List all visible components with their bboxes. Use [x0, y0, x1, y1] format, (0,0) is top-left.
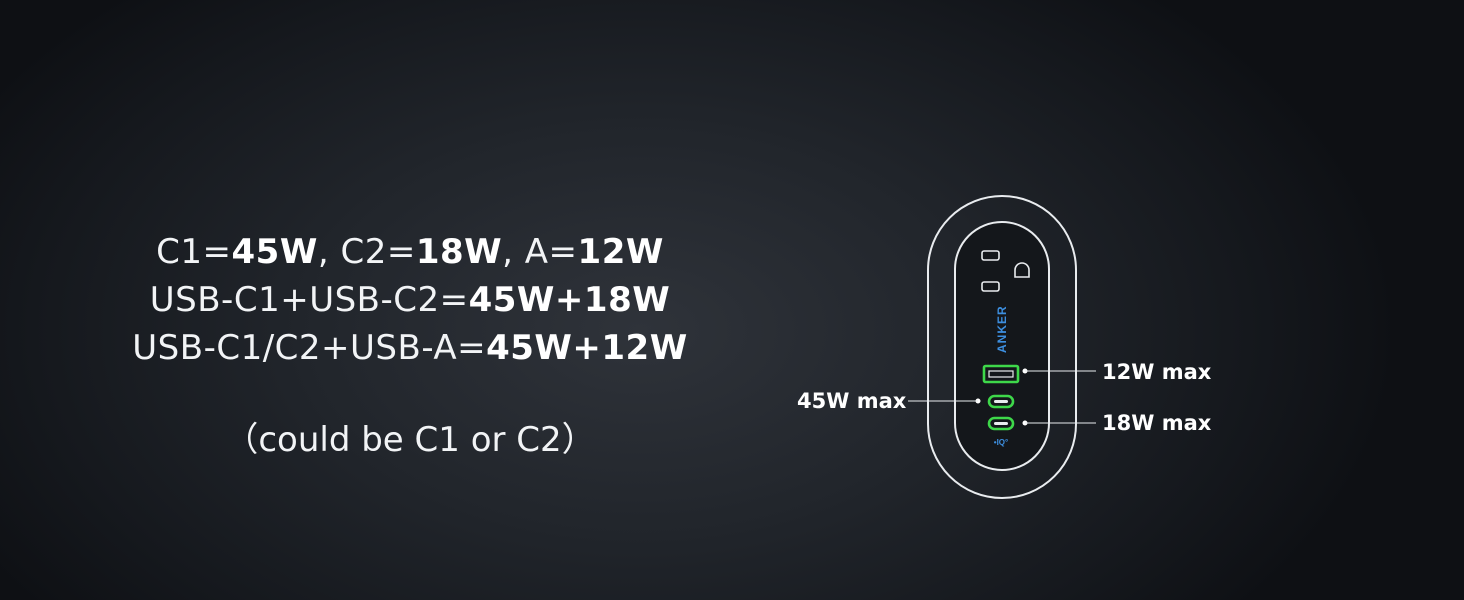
callout-usb-c2: 18W max [1102, 411, 1212, 435]
spec-text: C1= [156, 232, 232, 272]
spec-text: USB-C1+USB-C2= [149, 280, 469, 320]
spec-text: , C2= [317, 232, 416, 272]
spec-value: 45W+18W [468, 280, 671, 320]
spec-line-dual-usbc: USB-C1+USB-C2=45W+18W [60, 276, 760, 324]
ac-slot-top-icon [981, 250, 1000, 261]
iq-label: •IQ° [994, 438, 1008, 447]
spec-value: 45W+12W [486, 328, 688, 368]
callout-usb-a: 12W max [1102, 360, 1212, 384]
callout-usb-c1: 45W max [797, 389, 907, 413]
spec-text: USB-C1/C2+USB-A= [132, 328, 487, 368]
port-power-specs: C1=45W, C2=18W, A=12W USB-C1+USB-C2=45W+… [60, 228, 760, 464]
usb-c1-port-icon [987, 394, 1015, 409]
device-inner-outline [954, 221, 1050, 471]
spec-value: 45W [231, 232, 318, 272]
usb-a-port-icon [982, 364, 1020, 384]
spec-note: （could be C1 or C2） [224, 420, 596, 460]
spec-value: 18W [415, 232, 503, 272]
ac-slot-bottom-icon [981, 281, 1000, 292]
brand-logo: ANKER [995, 305, 1009, 353]
spec-text: , A= [502, 232, 578, 272]
device-outer-outline [927, 195, 1077, 499]
spec-line-usbc-usba: USB-C1/C2+USB-A=45W+12W [60, 324, 760, 372]
spec-line-per-port: C1=45W, C2=18W, A=12W [60, 228, 760, 276]
ac-ground-hole-icon [1014, 262, 1030, 278]
usb-c2-port-icon [987, 416, 1015, 431]
power-strip-illustration: ANKER •IQ° [780, 190, 1240, 510]
spec-value: 12W [577, 232, 664, 272]
power-strip-drawing: ANKER •IQ° [908, 195, 1096, 499]
